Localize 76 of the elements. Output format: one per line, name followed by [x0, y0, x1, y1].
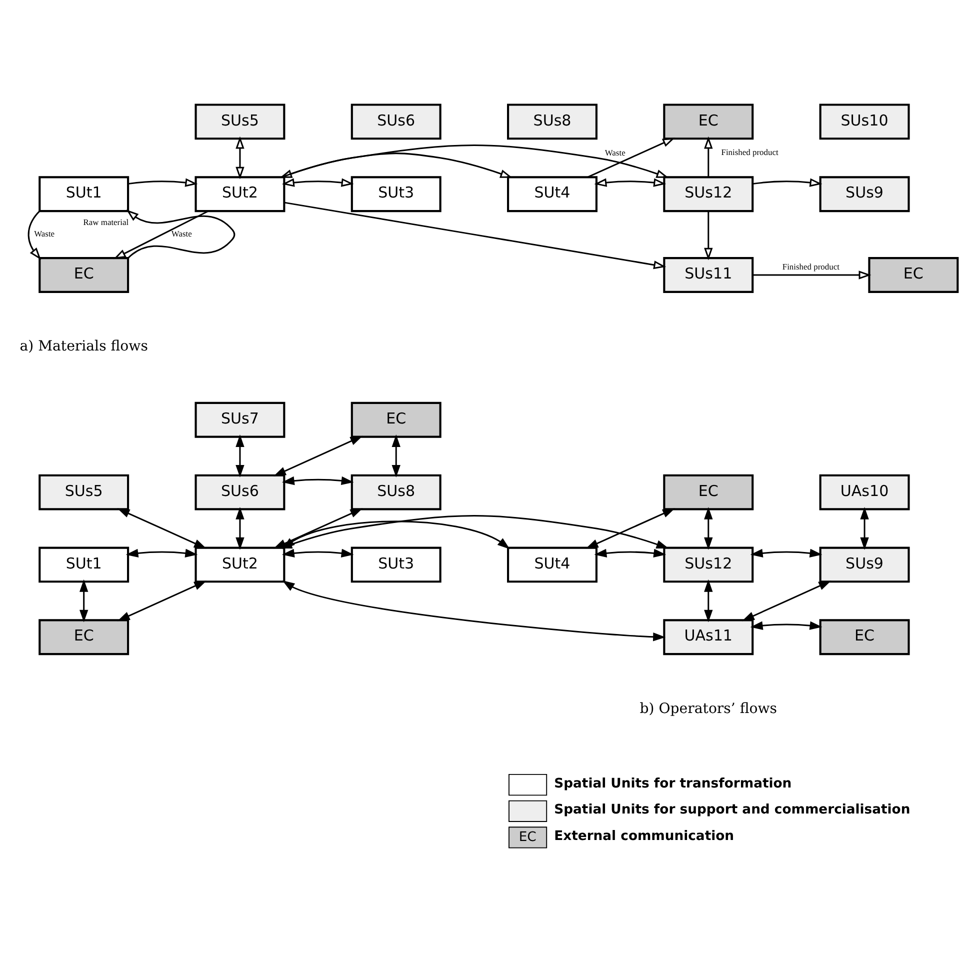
arrow: [594, 178, 666, 187]
arrow: [236, 506, 244, 550]
arrow: [586, 508, 676, 549]
node-box: SUs6: [350, 104, 442, 140]
edge-label: Finished product: [721, 147, 778, 158]
legend-label: Spatial Units for support and commercialisation: [554, 802, 910, 818]
node-box: SUt3: [350, 546, 442, 583]
node-box: SUs8: [507, 104, 598, 140]
arrow: [704, 506, 713, 550]
edge-label: Finished product: [782, 262, 840, 272]
arrow: [704, 136, 713, 177]
node-box: SUs8: [350, 474, 442, 510]
arrow: [282, 580, 666, 642]
arrow: [113, 210, 208, 260]
arrow: [594, 548, 666, 558]
node-box: SUt4: [507, 546, 598, 583]
node-box: SUs7: [194, 402, 286, 438]
node-box: UAs11: [663, 619, 754, 656]
edge-label: Waste: [604, 147, 626, 158]
arrow: [392, 434, 400, 478]
arrow: [742, 580, 832, 622]
arrow: [282, 476, 354, 486]
node-box: SUs9: [819, 176, 910, 212]
arrow: [282, 178, 354, 187]
arrow: [750, 621, 822, 630]
node-box: SUs5: [38, 474, 130, 510]
arrow: [273, 436, 363, 476]
arrow: [750, 548, 822, 558]
label: a) Materials flows: [20, 338, 148, 355]
arrow: [860, 506, 869, 550]
label: b) Operators’ flows: [640, 700, 778, 717]
node-box: SUs11: [663, 257, 754, 293]
node-box: SUt3: [350, 176, 442, 212]
node-box: UAs10: [819, 474, 910, 510]
edge-label: Waste: [171, 228, 192, 239]
arrow: [117, 508, 206, 549]
arrow: [126, 548, 198, 558]
arrow: [704, 579, 713, 622]
arrow: [128, 178, 198, 187]
node-box: SUs10: [819, 104, 910, 140]
edge-label: Raw material: [83, 217, 129, 228]
arrow: [752, 270, 872, 280]
arrow: [704, 211, 713, 260]
edge-label: Waste: [34, 228, 55, 239]
arrow: [28, 210, 42, 260]
label: EC: [518, 830, 536, 845]
node-box: SUt2: [194, 546, 286, 583]
node-box: EC: [38, 619, 130, 656]
arrow: [284, 202, 666, 270]
node-box: EC: [868, 257, 959, 293]
node-box: EC: [663, 104, 754, 140]
node-box: SUt1: [38, 176, 130, 212]
node-box: SUs12: [663, 546, 754, 583]
node-box: EC: [38, 257, 130, 293]
node-box: SUt1: [38, 546, 130, 583]
node-box: SUs12: [663, 176, 754, 212]
arrow: [281, 144, 669, 178]
node-box: SUt4: [507, 176, 598, 212]
arrow: [79, 579, 88, 622]
arrow: [236, 136, 244, 180]
node-box: EC: [663, 474, 754, 510]
legend-label: External communication: [554, 829, 734, 844]
node-box: SUs9: [819, 546, 910, 583]
arrow: [752, 178, 822, 187]
legend-label: Spatial Units for transformation: [554, 776, 792, 792]
arrow: [588, 138, 676, 178]
arrow: [126, 210, 236, 259]
arrow: [282, 548, 354, 558]
arrow: [236, 434, 244, 478]
node-box: EC: [819, 619, 910, 656]
node-box: SUs5: [194, 104, 286, 140]
node-box: SUt2: [194, 176, 286, 212]
node-box: SUs6: [194, 474, 286, 510]
arrow: [117, 580, 207, 622]
node-box: EC: [350, 402, 442, 438]
arrow: [280, 152, 513, 178]
